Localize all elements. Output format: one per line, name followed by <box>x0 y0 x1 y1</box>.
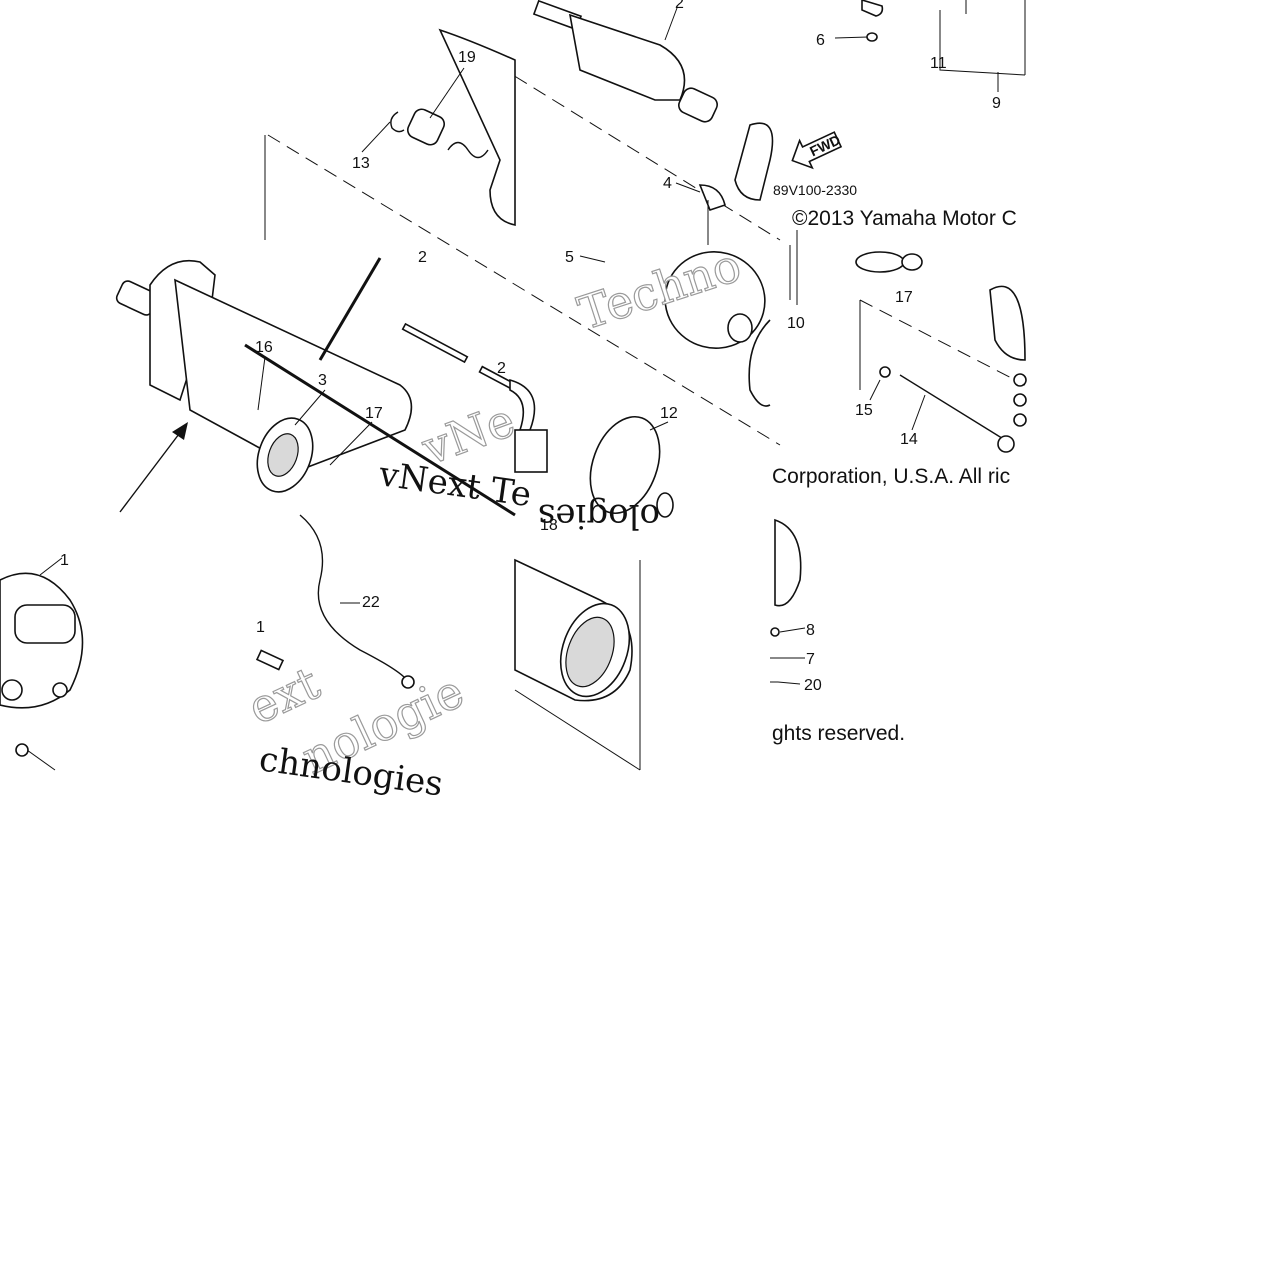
leader-line <box>257 356 266 411</box>
callout-number: 2 <box>418 249 427 266</box>
leader-line <box>294 389 326 426</box>
gasket <box>855 251 905 273</box>
washer <box>727 313 753 343</box>
callout-number: 1 <box>60 552 69 569</box>
starter-assembly-complete <box>0 557 84 771</box>
leader-line <box>777 681 801 685</box>
brush-holder <box>514 429 548 473</box>
washer <box>901 253 923 271</box>
group-bracket <box>514 689 641 771</box>
leader-line <box>834 36 869 39</box>
callout-number: 8 <box>806 622 815 639</box>
bolt-head-icon <box>997 435 1015 453</box>
copyright-line-2: Corporation, U.S.A. All ric <box>772 465 1010 488</box>
fwd-label: FWD <box>807 131 843 159</box>
screw-icon <box>255 649 285 671</box>
leader-line <box>649 421 669 431</box>
callout-number: 14 <box>900 431 918 448</box>
callout-number: 2 <box>497 360 506 377</box>
leader-line <box>664 7 678 41</box>
callout-number: 6 <box>816 32 825 49</box>
watermark-text: vNe <box>414 393 521 476</box>
washer <box>866 32 878 42</box>
brush-plate <box>734 122 774 201</box>
rod-part <box>401 322 469 364</box>
arrow-head-icon <box>172 422 188 440</box>
washer <box>770 627 780 637</box>
callout-number: 10 <box>787 315 805 332</box>
leader-line <box>911 394 926 431</box>
terminal-nut <box>861 0 884 17</box>
wire-terminal <box>401 675 415 689</box>
callout-number: 22 <box>362 594 380 611</box>
leader-line <box>579 255 606 263</box>
part-code: 89V100-2330 <box>773 182 857 198</box>
rear-cover <box>438 28 516 226</box>
leader-line <box>869 379 881 401</box>
armature <box>532 0 718 123</box>
callout-number: 20 <box>804 677 822 694</box>
copyright-line-1: ©2013 Yamaha Motor C <box>792 207 1017 230</box>
yoke-cylinder <box>514 558 633 702</box>
callout-number: 2 <box>675 0 684 12</box>
bushing <box>406 108 446 146</box>
callout-number: 16 <box>255 339 273 356</box>
leader-line <box>329 421 373 466</box>
copyright-line-3: ghts reserved. <box>772 722 905 745</box>
nut-icon <box>1013 373 1027 387</box>
nut-icon <box>1013 413 1027 427</box>
watermark-text: ologies <box>538 496 660 536</box>
gear-cover <box>774 518 802 607</box>
front-cover <box>989 285 1026 361</box>
end-cover <box>748 319 771 407</box>
callout-number: 12 <box>660 405 678 422</box>
callout-number: 13 <box>352 155 370 172</box>
callout-number: 7 <box>806 651 815 668</box>
callout-number: 3 <box>318 372 327 389</box>
starter-motor-housing <box>115 257 516 517</box>
callout-number: 1 <box>256 619 265 636</box>
fwd-arrow-icon: FWD <box>791 131 843 170</box>
callout-number: 5 <box>565 249 574 266</box>
through-bolt <box>899 374 1006 441</box>
brush <box>698 184 726 211</box>
circlip <box>390 111 405 133</box>
callout-number: 15 <box>855 402 873 419</box>
callout-number: 18 <box>540 517 558 534</box>
watermark-text: ext <box>240 656 328 735</box>
o-ring <box>589 415 661 515</box>
leader-line <box>429 67 465 119</box>
leader-line <box>675 182 701 193</box>
leader-line <box>361 121 391 153</box>
assembly-axis-line <box>267 134 781 446</box>
callout-number: 17 <box>365 405 383 422</box>
washer <box>879 366 891 378</box>
group-bracket <box>939 10 1026 76</box>
leader-line <box>779 627 806 633</box>
nut-icon <box>1013 393 1027 407</box>
lead-wire <box>299 514 406 679</box>
callout-number: 9 <box>992 95 1001 112</box>
direction-arrow <box>119 429 183 513</box>
washer <box>656 492 674 518</box>
assembly-axis-line <box>859 299 1026 386</box>
callout-number: 17 <box>895 289 913 306</box>
callout-number: 19 <box>458 49 476 66</box>
callout-number: 11 <box>930 55 947 72</box>
spring-icon <box>447 141 489 159</box>
callout-number: 4 <box>663 175 672 192</box>
